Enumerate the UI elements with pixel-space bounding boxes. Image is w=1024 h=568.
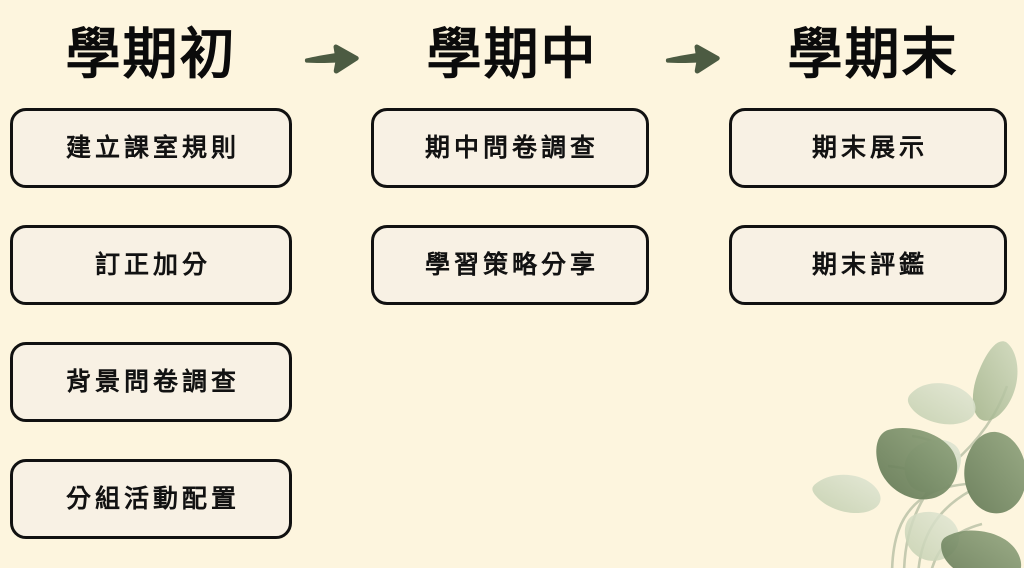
arrow-middle-to-end bbox=[663, 30, 722, 78]
item-box[interactable]: 分組活動配置 bbox=[10, 459, 292, 539]
phase-title-semester-end: 學期末 bbox=[787, 22, 959, 85]
item-label: 期末評鑑 bbox=[811, 251, 928, 279]
arrow-right-icon bbox=[304, 44, 359, 74]
phase-column-semester-end: 期末展示 期末評鑑 bbox=[729, 108, 1007, 342]
item-label: 背景問卷調查 bbox=[65, 368, 240, 396]
item-box[interactable]: 期中問卷調查 bbox=[371, 108, 649, 188]
phase-header-semester-end: 學期末 bbox=[722, 22, 1024, 85]
item-box[interactable]: 期末評鑑 bbox=[729, 225, 1007, 305]
phase-header-semester-start: 學期初 bbox=[0, 22, 302, 85]
item-box[interactable]: 訂正加分 bbox=[10, 225, 292, 305]
phase-column-semester-middle: 期中問卷調查 學習策略分享 bbox=[371, 108, 649, 342]
item-label: 期中問卷調查 bbox=[424, 134, 599, 162]
item-label: 學習策略分享 bbox=[424, 251, 599, 279]
arrow-right-icon bbox=[665, 44, 720, 74]
phase-header-row: 學期初 學期中 學期末 bbox=[0, 0, 1024, 108]
phase-title-semester-start: 學期初 bbox=[65, 22, 237, 85]
phase-title-semester-middle: 學期中 bbox=[426, 22, 598, 85]
item-box[interactable]: 學習策略分享 bbox=[371, 225, 649, 305]
item-label: 建立課室規則 bbox=[65, 134, 240, 162]
phase-header-semester-middle: 學期中 bbox=[361, 22, 663, 85]
phase-column-semester-start: 建立課室規則 訂正加分 背景問卷調查 分組活動配置 bbox=[10, 108, 292, 568]
item-box[interactable]: 背景問卷調查 bbox=[10, 342, 292, 422]
item-label: 期末展示 bbox=[811, 134, 928, 162]
item-box[interactable]: 期末展示 bbox=[729, 108, 1007, 188]
item-box[interactable]: 建立課室規則 bbox=[10, 108, 292, 188]
item-label: 訂正加分 bbox=[94, 251, 211, 279]
arrow-start-to-middle bbox=[302, 30, 361, 78]
item-label: 分組活動配置 bbox=[65, 485, 240, 513]
phase-columns: 建立課室規則 訂正加分 背景問卷調查 分組活動配置 期中問卷調查 學習策略分享 … bbox=[0, 108, 1024, 568]
